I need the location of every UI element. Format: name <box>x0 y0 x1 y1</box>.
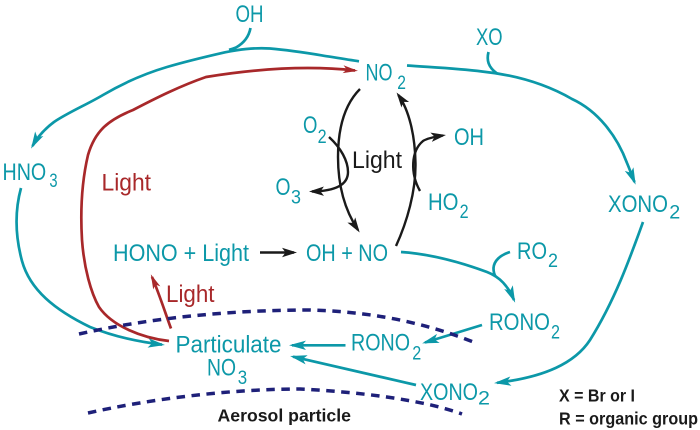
svg-text:XO: XO <box>476 24 503 51</box>
svg-text:HO: HO <box>428 189 459 216</box>
svg-text:HONO + Light: HONO + Light <box>113 240 249 267</box>
svg-text:XONO: XONO <box>608 191 668 218</box>
svg-text:2: 2 <box>412 344 421 365</box>
svg-text:2: 2 <box>460 202 469 223</box>
svg-text:RONO: RONO <box>489 309 550 336</box>
svg-text:2: 2 <box>318 127 327 148</box>
svg-text:OH: OH <box>236 1 264 28</box>
svg-text:3: 3 <box>238 368 247 389</box>
svg-text:2: 2 <box>397 73 406 94</box>
svg-text:O: O <box>303 112 317 139</box>
svg-text:OH: OH <box>454 124 484 151</box>
svg-text:R = organic group: R = organic group <box>559 409 698 429</box>
svg-text:RO: RO <box>517 238 547 265</box>
svg-text:2: 2 <box>669 203 680 224</box>
svg-text:HNO: HNO <box>3 159 47 186</box>
svg-text:3: 3 <box>291 188 301 209</box>
svg-text:Particulate: Particulate <box>176 332 282 359</box>
svg-text:Aerosol particle: Aerosol particle <box>218 406 352 426</box>
svg-text:Light: Light <box>102 170 152 197</box>
svg-text:OH + NO: OH + NO <box>306 240 388 267</box>
svg-text:Light: Light <box>352 147 402 174</box>
svg-text:RONO: RONO <box>351 329 410 356</box>
svg-text:NO: NO <box>366 60 393 87</box>
svg-text:2: 2 <box>478 389 490 410</box>
svg-text:2: 2 <box>551 323 560 344</box>
svg-text:2: 2 <box>548 251 558 272</box>
svg-text:Light: Light <box>166 281 215 308</box>
svg-text:O: O <box>276 174 291 201</box>
svg-text:XONO: XONO <box>420 379 478 406</box>
svg-text:X = Br or I: X = Br or I <box>559 386 635 406</box>
svg-text:NO: NO <box>207 355 236 382</box>
svg-text:3: 3 <box>49 171 57 192</box>
